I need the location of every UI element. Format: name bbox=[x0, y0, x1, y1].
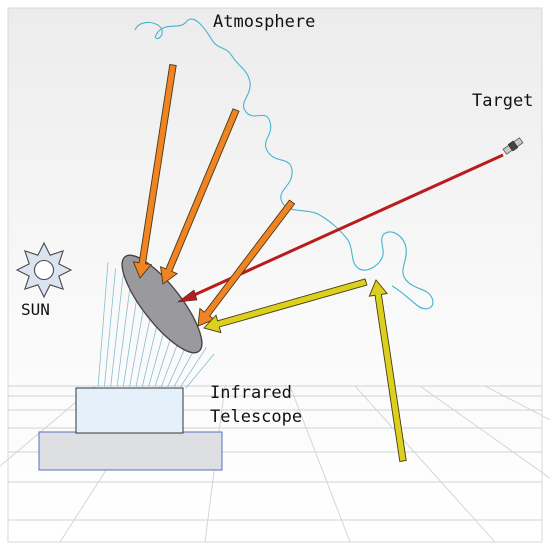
telescope-body bbox=[38, 387, 223, 471]
telescope-label-line1: Infrared bbox=[210, 383, 292, 403]
ground-ray bbox=[368, 279, 407, 463]
atmosphere-boundary bbox=[134, 18, 434, 310]
thermal-ray bbox=[132, 63, 177, 279]
satellite-icon bbox=[502, 137, 524, 155]
light-fan-line bbox=[179, 347, 207, 389]
light-fan-line bbox=[122, 288, 139, 389]
target-ray bbox=[191, 153, 504, 298]
reflector-mirror bbox=[121, 254, 203, 354]
thermal-ray bbox=[159, 108, 240, 285]
sun-label: SUN bbox=[21, 300, 50, 319]
sun-icon bbox=[15, 241, 73, 299]
telescope-label: Infrared Telescope bbox=[210, 381, 302, 429]
light-fan-line bbox=[97, 261, 109, 389]
target-ray-head bbox=[176, 289, 198, 303]
light-fan-line bbox=[185, 353, 215, 389]
thermal-ray bbox=[197, 199, 296, 327]
radiation-rays bbox=[132, 63, 504, 463]
target-label: Target bbox=[472, 91, 534, 111]
light-fan-line bbox=[110, 275, 124, 389]
reflected-ray bbox=[203, 278, 368, 334]
light-fan-line bbox=[103, 268, 116, 389]
light-fan-line bbox=[116, 281, 132, 389]
atmosphere-label: Atmosphere bbox=[213, 12, 316, 32]
telescope-label-line2: Telescope bbox=[210, 407, 303, 427]
